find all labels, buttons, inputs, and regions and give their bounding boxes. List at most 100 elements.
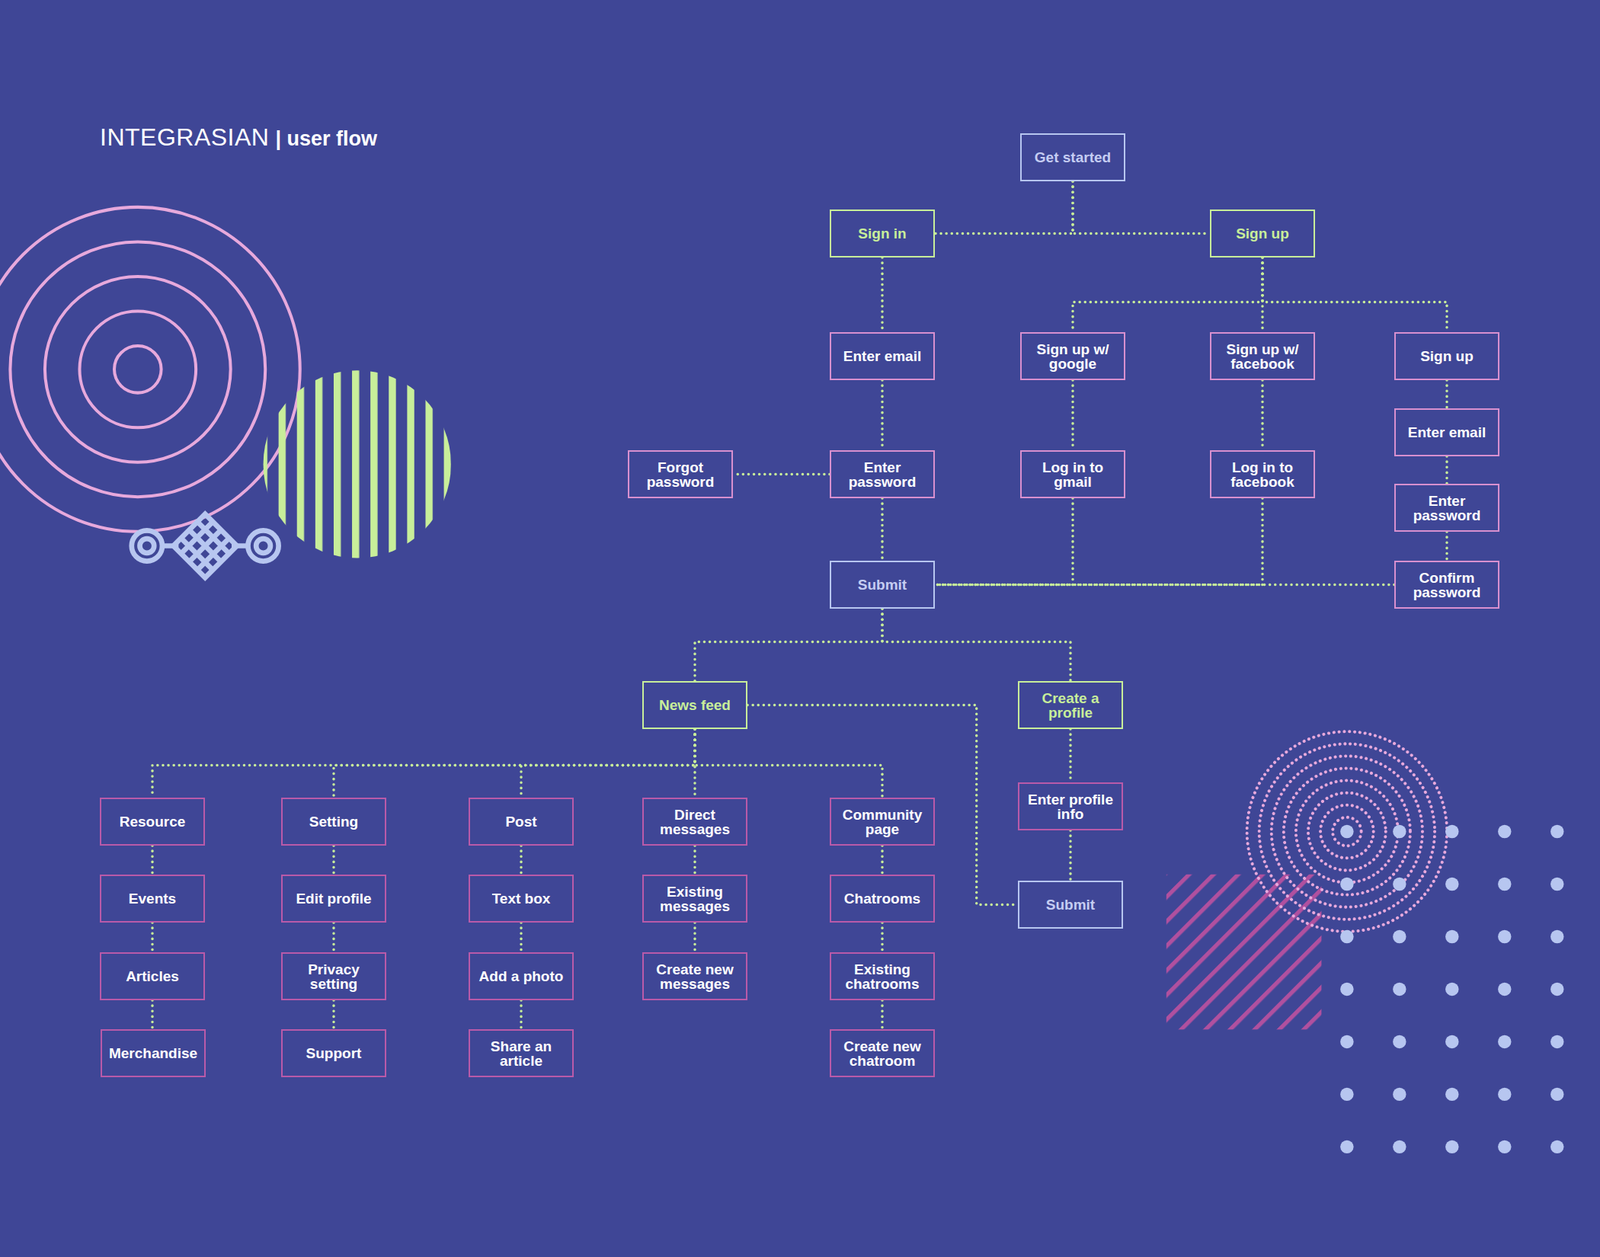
box-label: Get started [1027,150,1118,165]
dotted-connector [1445,531,1449,561]
process-box: Enter email [829,332,935,381]
ring [114,345,162,394]
process-box: Add a photo [468,952,574,1001]
dotted-connector [519,1000,523,1030]
box-label: Edit profile [288,891,379,906]
process-box: Share an article [468,1029,574,1078]
dotted-connector [1072,181,1210,234]
grid-dot [1445,1035,1459,1049]
process-box: Chatrooms [829,874,935,923]
box-label: Add a photo [476,969,567,984]
process-box: Create new chatroom [829,1029,935,1078]
box-label: Merchandise [108,1046,199,1061]
dotted-connector [880,1000,884,1030]
process-box: Resource [99,797,205,846]
dotted-connector [1072,257,1263,333]
dotted-connector [880,380,884,451]
dotted-connector [519,845,523,875]
box-label: Log in to gmail [1027,460,1118,490]
grid-dot [1445,1140,1459,1154]
dotted-connector [1068,729,1072,783]
process-box: Post [468,797,574,846]
box-label: Articles [107,969,198,984]
grid-dot [1497,1088,1511,1101]
process-box: Create new messages [642,952,748,1001]
grid-dot [1497,877,1511,891]
grid-dot [1392,1088,1406,1101]
dotted-connector [934,181,1073,234]
box-label: Enter password [837,460,928,490]
process-box: Privacy setting [281,952,387,1001]
box-label: Sign up w/ facebook [1217,342,1308,372]
knot-loop [247,530,279,561]
grid-dot [1550,1035,1564,1049]
dotted-connector [519,922,523,953]
ring [44,276,231,463]
dotted-connector [694,729,883,798]
dotted-ring [1283,768,1411,895]
header: INTEGRASIAN| user flow [99,123,378,152]
grid-dot [1340,982,1354,996]
grid-dot [1392,930,1406,944]
box-label: Share an article [476,1039,567,1069]
box-label: Existing chatrooms [837,962,928,992]
dotted-connector [150,922,154,953]
dotted-connector [1068,830,1072,881]
dotted-ring [1308,793,1386,871]
dotted-ring [1332,817,1362,847]
process-box: Enter profile info [1017,782,1124,831]
ornaments [0,207,301,578]
process-box: Sign up [1209,209,1316,258]
grid-dot [1340,1088,1354,1101]
grid-dot [1550,930,1564,944]
grid-dot [1550,1140,1564,1154]
process-box: Confirm password [1394,560,1500,609]
grid-dot [1445,825,1459,839]
process-box: Log in to gmail [1020,450,1126,499]
process-box: Existing chatrooms [829,952,935,1001]
knot-loop [139,538,154,554]
box-label: Log in to facebook [1217,460,1308,490]
dotted-connector [1262,257,1447,333]
process-box: Events [99,874,205,923]
grid-dot [1445,1088,1459,1101]
dotted-connector [333,729,695,798]
process-box: Articles [99,952,205,1001]
grid-dot [1497,1035,1511,1049]
grid-dot [1445,877,1459,891]
box-label: Direct messages [649,807,740,837]
grid-dot [1550,1088,1564,1101]
grid-dot [1340,1140,1354,1154]
box-label: Sign up w/ google [1027,342,1118,372]
dotted-connector [880,845,884,875]
ring [0,207,301,532]
box-label: Create new chatroom [837,1039,928,1069]
dotted-connector [880,922,884,953]
dotted-ring [1296,780,1399,884]
grid-dot [1497,982,1511,996]
knot-link [162,543,249,549]
grid-dot [1497,1140,1511,1154]
grid-dot [1340,1035,1354,1049]
process-box: Enter password [1394,483,1500,532]
dotted-rings [1247,731,1448,932]
box-label: Support [288,1046,379,1061]
box-label: Sign in [837,226,928,241]
dotted-connector [732,473,830,477]
box-label: Privacy setting [288,962,379,992]
process-box: Sign in [829,209,935,258]
process-box: Submit [1017,880,1124,929]
box-label: Forgot password [635,460,726,490]
dotted-connector [934,498,1263,586]
process-box: Forgot password [627,450,733,499]
dotted-connector [1445,456,1449,484]
dotted-connector [1445,380,1449,409]
dotted-connector [693,845,697,875]
grid-dot [1445,930,1459,944]
grid-dot [1392,982,1406,996]
box-label: Create new messages [649,962,740,992]
knot-loop [256,538,271,554]
box-label: Enter email [837,348,928,364]
grid-dot [1392,1035,1406,1049]
box-label: Enter email [1401,425,1492,440]
